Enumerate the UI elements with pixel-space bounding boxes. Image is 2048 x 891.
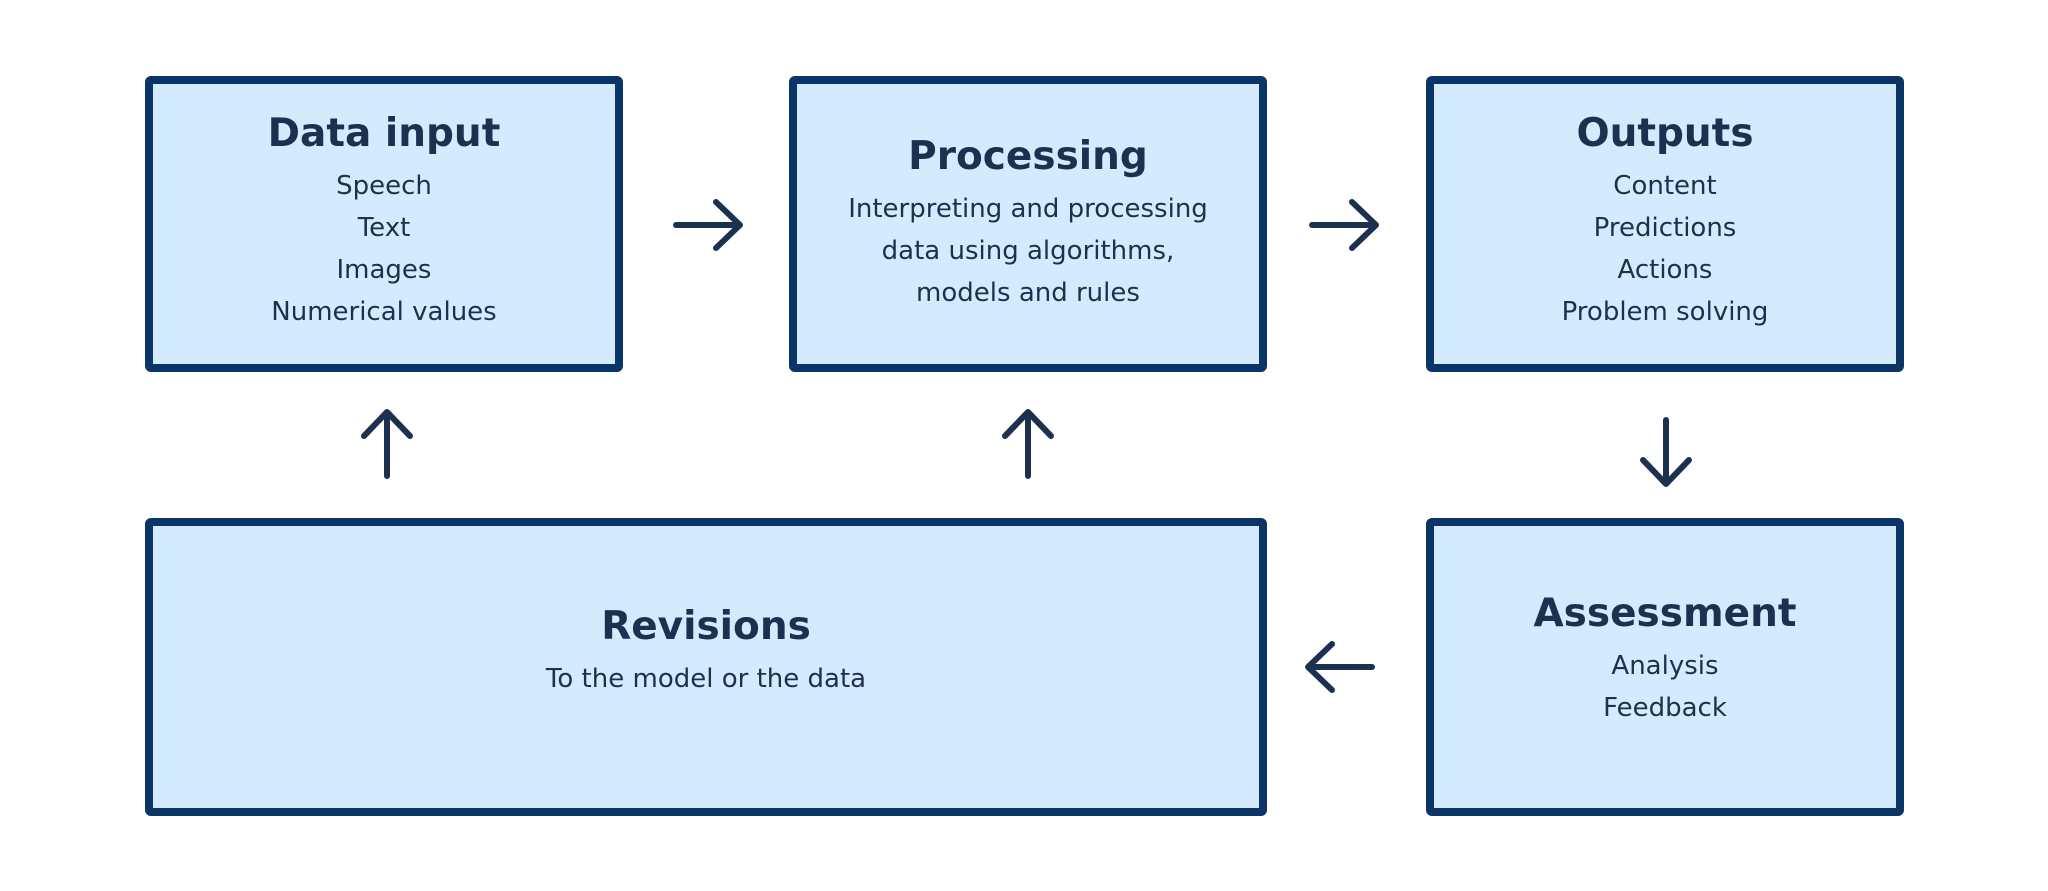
data-input-item: Numerical values [271,297,497,327]
processing-line: data using algorithms, [881,236,1175,266]
data-input-item: Text [357,213,411,243]
assessment-box: Assessment Analysis Feedback [1426,518,1904,816]
arrow-up-icon [1002,409,1054,479]
processing-line: Interpreting and processing [848,194,1208,224]
revisions-line: To the model or the data [545,664,867,694]
data-input-item: Speech [336,171,432,201]
arrow-left-icon [1305,641,1375,693]
processing-title: Processing [908,134,1148,179]
outputs-item: Content [1613,171,1717,201]
outputs-item: Predictions [1593,213,1737,243]
outputs-list: Content Predictions Actions Problem solv… [1562,165,1769,333]
outputs-item: Problem solving [1561,297,1769,327]
data-input-list: Speech Text Images Numerical values [271,165,496,333]
outputs-box: Outputs Content Predictions Actions Prob… [1426,76,1904,372]
data-input-item: Images [336,255,432,285]
revisions-title: Revisions [601,604,811,649]
data-input-title: Data input [267,111,501,156]
arrow-right-icon [673,199,743,251]
data-input-box: Data input Speech Text Images Numerical … [145,76,623,372]
revisions-description: To the model or the data [546,658,866,700]
outputs-title: Outputs [1576,111,1754,156]
assessment-item: Analysis [1611,651,1719,681]
assessment-list: Analysis Feedback [1603,645,1727,729]
assessment-item: Feedback [1603,693,1727,723]
processing-line: models and rules [916,278,1140,308]
arrow-up-icon [361,409,413,479]
revisions-box: Revisions To the model or the data [145,518,1267,816]
processing-description: Interpreting and processing data using a… [848,188,1208,314]
processing-box: Processing Interpreting and processing d… [789,76,1267,372]
assessment-title: Assessment [1533,591,1797,636]
arrow-right-icon [1309,199,1379,251]
outputs-item: Actions [1617,255,1713,285]
arrow-down-icon [1640,417,1692,487]
